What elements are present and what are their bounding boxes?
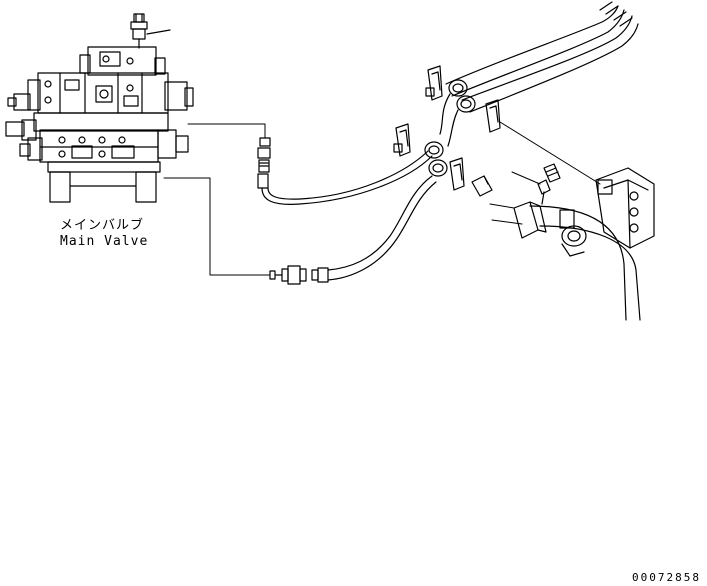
- mounting-bracket: [595, 167, 655, 249]
- hose-bundle: [424, 1, 639, 177]
- lower-port-leader: [163, 177, 271, 276]
- lower-hose-line: [269, 175, 437, 285]
- upper-port-leader: [187, 123, 266, 139]
- hose-clamps: [393, 65, 501, 191]
- pressure-sensor: [511, 163, 561, 205]
- main-valve-label-en: Main Valve: [60, 234, 149, 249]
- main-valve-assembly: [5, 13, 194, 203]
- drawing-number: 00072858: [632, 571, 701, 584]
- spacer-collar: [471, 175, 493, 197]
- port-leader-lines: [163, 123, 271, 276]
- upper-hose-line: [257, 137, 433, 205]
- valve-top-fitting: [130, 13, 148, 49]
- main-valve-label-jp: メインバルブ: [60, 218, 145, 233]
- clamp-bracket-leader: [499, 121, 601, 185]
- right-pipe: [489, 201, 641, 321]
